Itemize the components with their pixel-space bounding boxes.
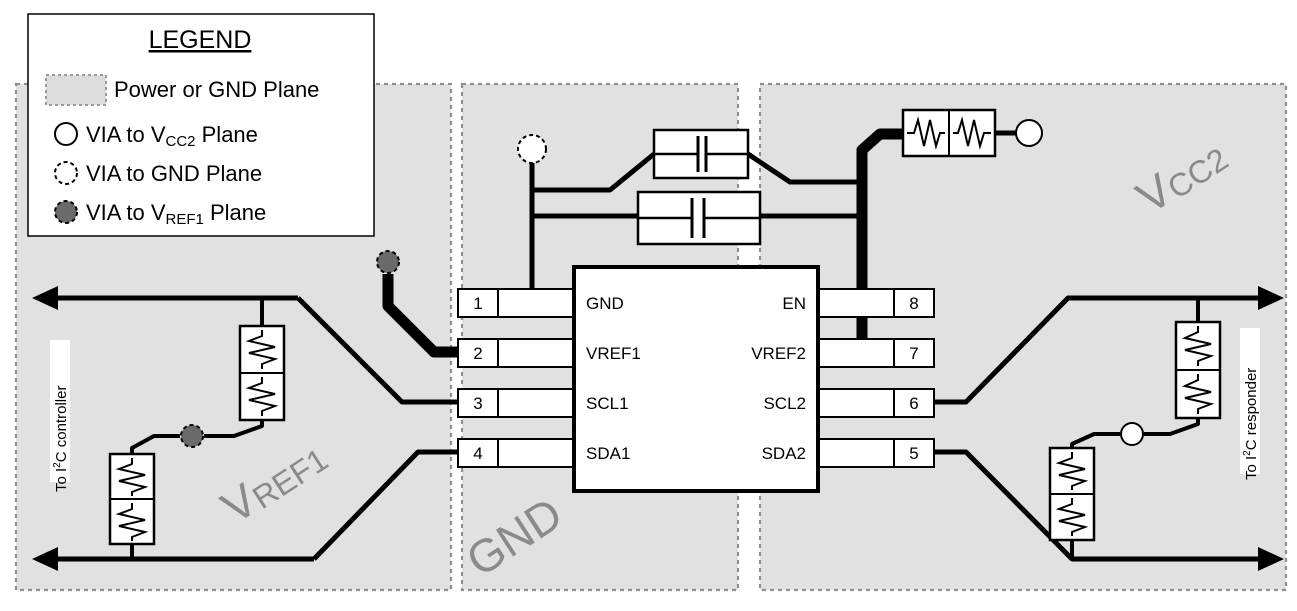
pin-label-sda2: SDA2 [762, 444, 806, 463]
pin-label-scl1: SCL1 [586, 394, 629, 413]
pin-label-vref1: VREF1 [586, 344, 641, 363]
responder-side-bus: To I2C responder [934, 286, 1284, 571]
pin-5-number: 5 [909, 444, 918, 463]
pin-7-number: 7 [909, 344, 918, 363]
pin-2-number: 2 [473, 344, 482, 363]
grey-via-icon [54, 200, 78, 224]
controller-label-bg [50, 340, 70, 482]
ic-right-pins: 8 7 6 5 [815, 288, 935, 468]
pin-5-pad [815, 438, 935, 468]
arrow-right-top-icon [1258, 286, 1284, 310]
ic-body: GND VREF1 SCL1 SDA1 EN VREF2 SCL2 SDA2 [572, 265, 820, 493]
pin-1-number: 1 [473, 294, 482, 313]
controller-label: To I2C controller [52, 386, 70, 492]
responder-label: To I2C responder [1242, 368, 1260, 480]
responder-label-bg [1240, 328, 1260, 474]
pin-3-number: 3 [473, 394, 482, 413]
pin-6-number: 6 [909, 394, 918, 413]
arrow-right-bottom-icon [1258, 547, 1284, 571]
arrow-left-bottom-icon [32, 547, 58, 571]
legend-item-gnd-via: VIA to GND Plane [86, 161, 262, 186]
pin-8-pad [815, 288, 935, 318]
pin-label-vref2: VREF2 [751, 344, 806, 363]
pin-7-pad [815, 338, 935, 368]
legend-item-plane: Power or GND Plane [114, 77, 319, 102]
vref1-pullup-via-icon [180, 424, 204, 448]
controller-side-bus: To I2C controller [32, 286, 458, 571]
vcc2-via-icon [1015, 119, 1043, 147]
decoupling-network [517, 108, 1043, 340]
legend-title: LEGEND [149, 26, 252, 54]
legend-plane-swatch [45, 74, 107, 106]
pin-2-pad [457, 338, 577, 368]
legend-item-vcc2-via: VIA to VCC2 Plane [86, 122, 258, 150]
gnd-via-icon [517, 134, 547, 164]
pin-label-gnd: GND [586, 294, 624, 313]
legend-item-vref1-via: VIA to VREF1 Plane [86, 200, 266, 228]
vcc2-pullup-via-icon [1120, 422, 1144, 446]
pin-8-number: 8 [909, 294, 918, 313]
dashed-circle-icon [54, 161, 78, 185]
pin-4-number: 4 [473, 444, 482, 463]
pin-label-sda1: SDA1 [586, 444, 630, 463]
pin-label-scl2: SCL2 [763, 394, 806, 413]
vref1-via-icon [376, 250, 400, 274]
pin-4-pad [457, 438, 577, 468]
pin-label-en: EN [782, 294, 806, 313]
pin-1-pad [457, 288, 577, 318]
arrow-left-top-icon [32, 286, 58, 310]
legend: LEGEND Power or GND Plane VIA to VCC2 Pl… [27, 13, 375, 237]
legend-box [27, 13, 375, 237]
solid-circle-icon [54, 122, 78, 146]
ic-package [572, 265, 820, 493]
